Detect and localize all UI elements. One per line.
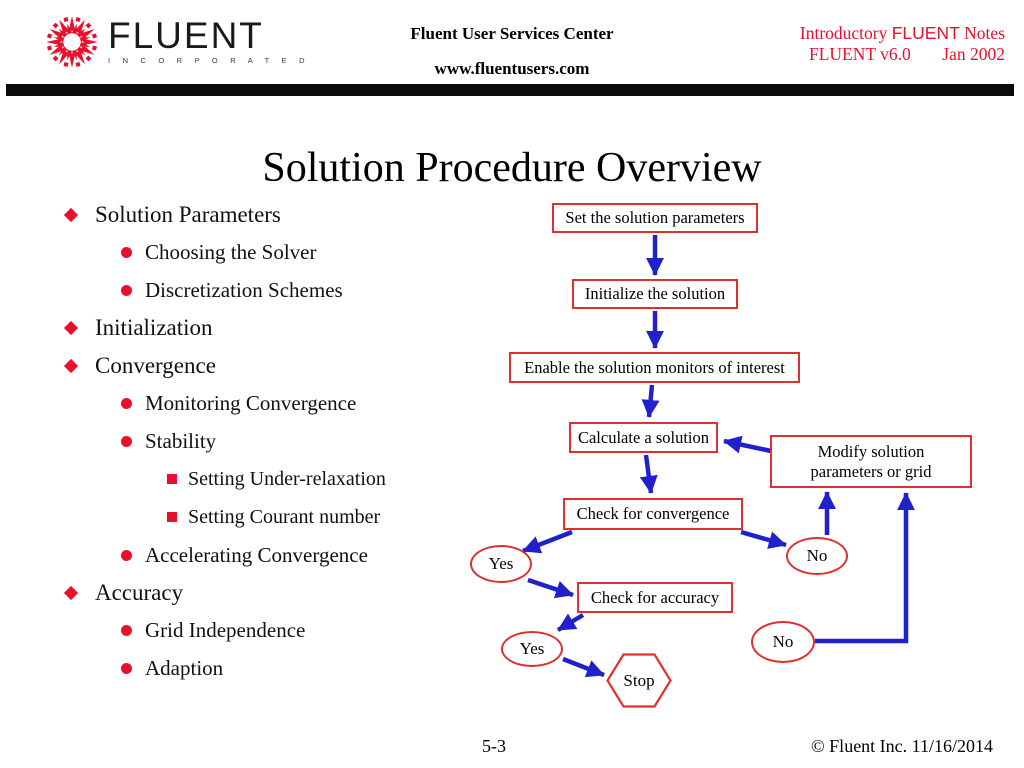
diamond-bullet-icon [63, 585, 79, 600]
notes-brand: FLUENT [891, 23, 960, 43]
header-divider-bar [6, 84, 1014, 96]
outline-item: Grid Independence [0, 612, 480, 650]
logo-subtitle: I N C O R P O R A T E D [108, 56, 310, 65]
flow-step-initialize: Initialize the solution [572, 279, 738, 309]
diamond-bullet-icon [63, 359, 79, 374]
header-center: Fluent User Services Center www.fluentus… [410, 24, 613, 79]
flow-step-set-parameters: Set the solution parameters [552, 203, 758, 233]
circle-bullet-icon [121, 247, 132, 259]
outline-item: Solution Parameters [0, 196, 480, 234]
flow-step-check-accuracy: Check for accuracy [577, 582, 733, 613]
flow-step-enable-monitors: Enable the solution monitors of interest [509, 352, 800, 383]
decision-no-accuracy: No [751, 621, 815, 663]
header-notes: Introductory FLUENT Notes FLUENT v6.0 Ja… [800, 23, 1005, 65]
copyright: © Fluent Inc. 11/16/2014 [811, 736, 993, 756]
fluent-starburst-icon [45, 15, 99, 69]
decision-yes-accuracy: Yes [501, 631, 563, 667]
flow-step-calculate: Calculate a solution [569, 422, 718, 453]
slide-title: Solution Procedure Overview [262, 145, 762, 192]
outline-item: Convergence [0, 347, 480, 385]
flow-terminal-stop: Stop [606, 653, 672, 708]
outline-list: Solution Parameters Choosing the Solver … [0, 196, 480, 687]
circle-bullet-icon [121, 549, 132, 561]
circle-bullet-icon [121, 284, 132, 296]
outline-item: Setting Under-relaxation [0, 461, 480, 499]
circle-bullet-icon [121, 398, 132, 410]
services-center-label: Fluent User Services Center [410, 24, 614, 43]
circle-bullet-icon [121, 436, 132, 448]
stop-hexagon-icon [606, 653, 672, 708]
outline-item: Adaption [0, 650, 480, 688]
notes-intro: Introductory [799, 23, 892, 43]
decision-no-convergence: No [786, 537, 848, 575]
circle-bullet-icon [121, 625, 132, 637]
diamond-bullet-icon [63, 321, 79, 336]
decision-yes-convergence: Yes [470, 545, 532, 583]
outline-item: Initialization [0, 309, 480, 347]
page-number: 5-3 [482, 736, 506, 756]
outline-item: Choosing the Solver [0, 234, 480, 272]
flow-step-check-convergence: Check for convergence [563, 498, 743, 530]
square-bullet-icon [167, 474, 177, 485]
outline-item: Monitoring Convergence [0, 385, 480, 423]
outline-item: Discretization Schemes [0, 272, 480, 310]
notes-suffix: Notes [959, 23, 1005, 43]
notes-date: Jan 2002 [942, 44, 1005, 64]
diamond-bullet-icon [63, 207, 79, 222]
circle-bullet-icon [121, 662, 132, 674]
logo-name: FLUENT [108, 15, 264, 56]
square-bullet-icon [167, 512, 177, 523]
outline-item: Setting Courant number [0, 498, 480, 536]
flow-step-modify: Modify solution parameters or grid [770, 435, 972, 488]
fluent-version: FLUENT v6.0 [809, 44, 911, 64]
outline-item: Accelerating Convergence [0, 536, 480, 574]
fluent-logo: FLUENT I N C O R P O R A T E D [44, 14, 310, 70]
outline-item: Accuracy [0, 574, 480, 612]
website-label: www.fluentusers.com [434, 59, 590, 78]
outline-item: Stability [0, 423, 480, 461]
